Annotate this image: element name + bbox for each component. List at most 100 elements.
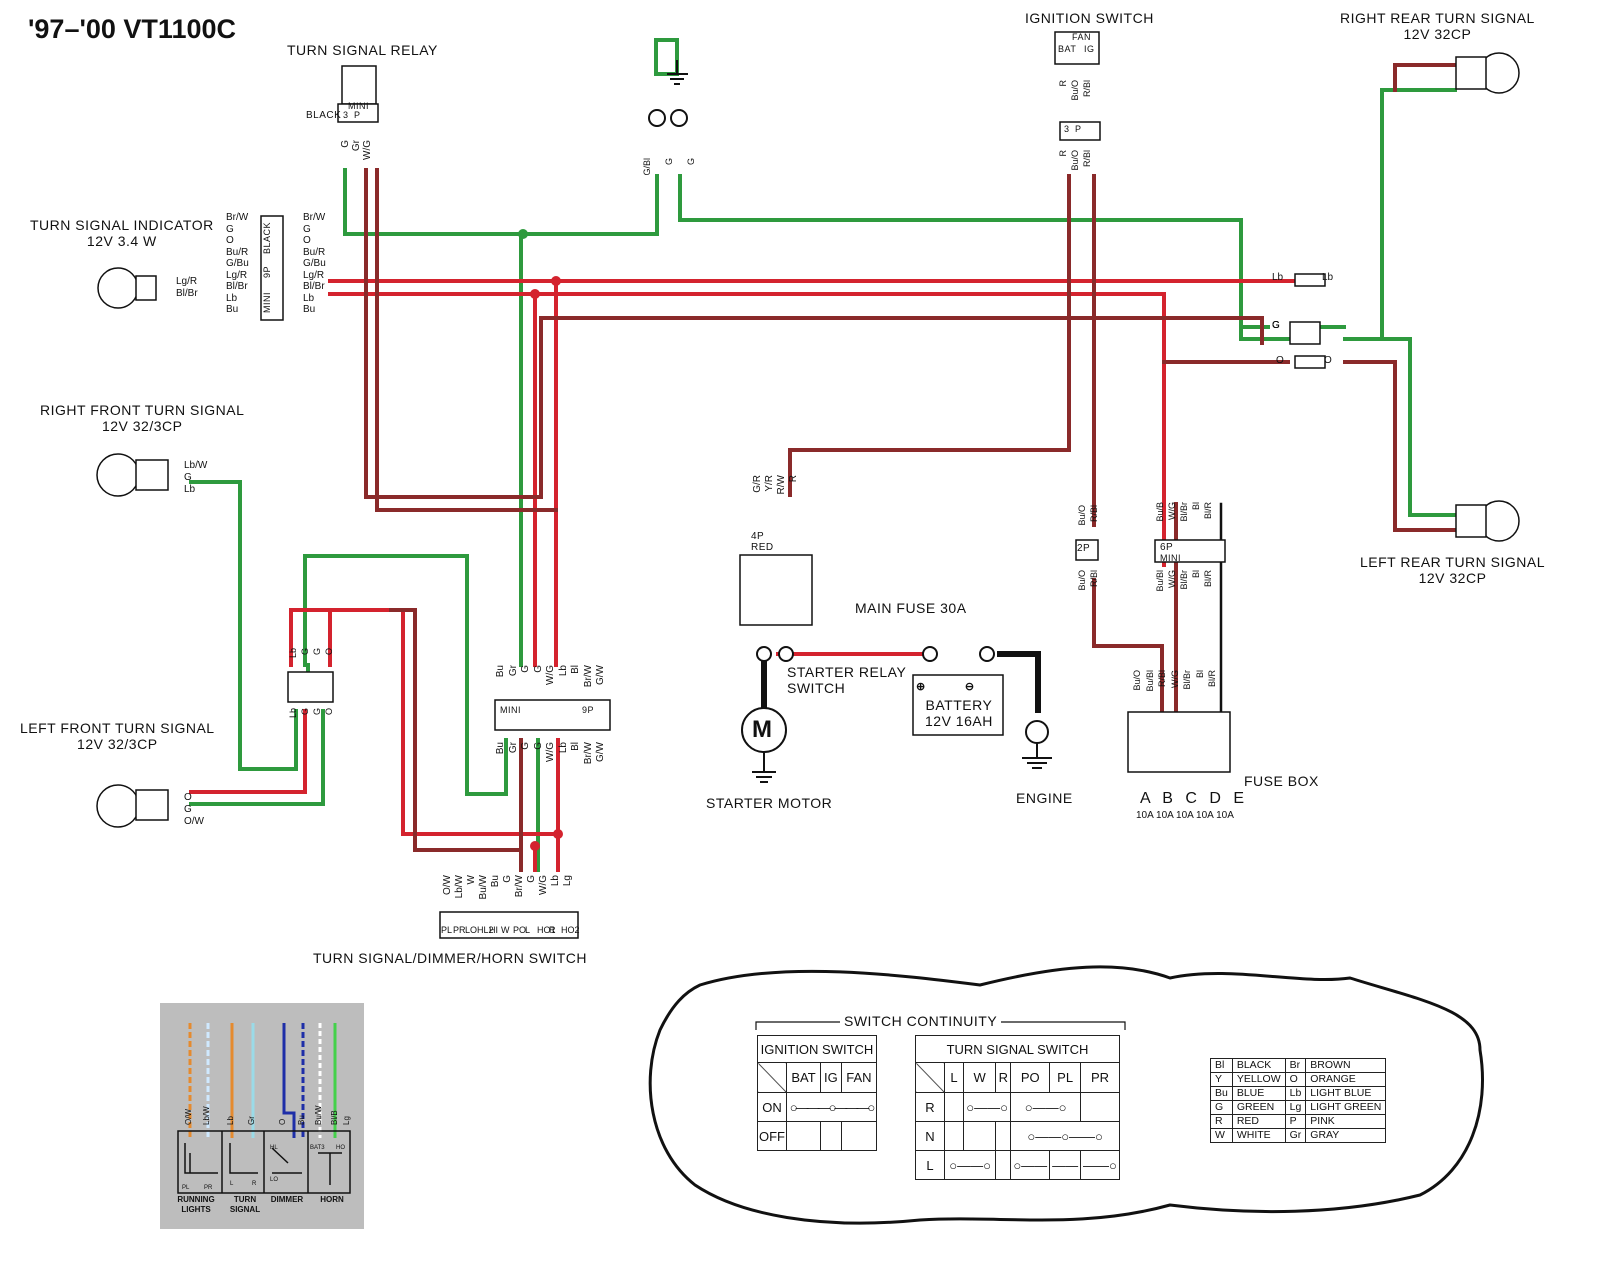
inset-pin-label: PL: [182, 1185, 190, 1191]
wire-label-conn-6p-bottom: Bl/R: [1203, 570, 1213, 588]
ign-on-continuity: ○———○———○: [786, 1092, 877, 1122]
wire-label-handlebar-pins: HO2: [561, 925, 580, 935]
motor-ground-icon: [752, 752, 776, 783]
diagram-title: '97–'00 VT1100C: [28, 14, 236, 44]
turn-row-2: L: [915, 1150, 945, 1180]
rear-junction-g: [1289, 321, 1321, 345]
ign-fan-label: FAN: [1072, 32, 1092, 42]
wire-label-handlebar-pins: HI: [489, 925, 498, 935]
indicator-name: TURN SIGNAL INDICATOR: [30, 217, 214, 233]
turn-table-title: TURN SIGNAL SWITCH: [915, 1035, 1120, 1063]
wire-label-indicator-bulb: Lg/R: [176, 276, 198, 287]
wire-label-handlebar-wires: Bu/W: [478, 875, 489, 900]
turn-cell: [944, 1121, 964, 1151]
ign-row-1: OFF: [757, 1121, 787, 1151]
wire-label-center-bottom: W/G: [545, 742, 556, 762]
ign-off-cell: [819, 1121, 842, 1151]
right-front-rating: 12V 32/3CP: [101, 418, 183, 434]
left-front-bulb: [96, 784, 169, 828]
wire-label-handlebar-wires: G: [526, 875, 537, 883]
inset-pin-label: R: [252, 1181, 257, 1187]
ign-off-cell: [786, 1121, 821, 1151]
conn-6p-label: 6P: [1160, 542, 1174, 553]
engine-ground-circle: [1025, 720, 1049, 744]
wire-label-indicator-left: G/Bu: [226, 258, 249, 269]
right-rear-rating: 12V 32CP: [1403, 26, 1472, 42]
inset-wire-label: O: [278, 1118, 287, 1125]
legend-cell: Y: [1210, 1072, 1233, 1087]
wire-label-starter: Y/R: [764, 475, 775, 492]
ign-col-2: FAN: [840, 1062, 878, 1093]
inset-wire-label: Bl/B: [330, 1110, 339, 1125]
turn-r-w-r: ○——○: [962, 1092, 1012, 1122]
legend-cell: Gr: [1284, 1128, 1307, 1143]
wire-label-center-top: G: [532, 665, 544, 673]
wire-label-starter: R/W: [776, 475, 787, 495]
wire-label-indicator-left: Bl/Br: [226, 281, 248, 292]
ign-bat-label: BAT: [1058, 44, 1077, 54]
wire-label-indicator-left: Lb: [226, 292, 238, 304]
inset-wire-label: Gr: [247, 1116, 256, 1125]
wire-label-handlebar-pins: W: [501, 925, 510, 935]
ign-off-cell: [840, 1121, 878, 1151]
left-rear-name: LEFT REAR TURN SIGNAL: [1360, 554, 1546, 570]
switch-continuity-title: SWITCH CONTINUITY: [840, 1013, 1002, 1029]
ign-col-0: BAT: [786, 1062, 821, 1093]
legend-cell: Lg: [1284, 1100, 1307, 1115]
wire-label-indicator-left: G: [226, 223, 234, 235]
wire-label-handlebar-pins: R: [549, 925, 556, 935]
wire-label-center-bottom: G: [520, 742, 531, 750]
wire-label-handlebar-pins: L: [525, 925, 531, 935]
turn-col-5: PR: [1079, 1062, 1121, 1093]
wire-label-center-bottom: Gr: [507, 742, 519, 754]
battery-terminals: ⊕ ⊖: [916, 681, 975, 693]
ignition-3p-connector: [1059, 121, 1101, 141]
legend-cell: W: [1210, 1128, 1233, 1143]
wire-label-conn-2p-bottom: R/Bl: [1089, 570, 1099, 588]
wire-label-indicator-left: Lg/R: [226, 269, 248, 281]
wire-label-indicator-right: Bu: [303, 304, 316, 315]
legend-cell: G: [1210, 1100, 1233, 1115]
inset-horn-caption: HORN: [320, 1195, 344, 1204]
inset-pin-label: HL: [270, 1145, 278, 1151]
wire-label-handlebar-wires: Bu: [490, 875, 501, 888]
inset-dimmer-caption: DIMMER: [270, 1195, 304, 1204]
wire-label-center-bottom: Lb: [557, 742, 569, 754]
wire-label-rear-g: G: [1272, 320, 1280, 331]
wire-label-handlebar-wires: W/G: [538, 875, 549, 895]
wire-label-ignition-top: R: [1058, 80, 1068, 87]
turn-cell: [1079, 1092, 1121, 1122]
indicator-mini-label: MINI: [262, 292, 272, 313]
conn-2p: [1075, 539, 1099, 561]
wire-label-center-top: Lb: [557, 665, 569, 677]
indicator-connector: [260, 215, 284, 321]
legend-cell: Bl: [1210, 1058, 1233, 1073]
left-front-label: LEFT FRONT TURN SIGNAL 12V 32/3CP: [20, 720, 215, 752]
wire-label-indicator-right: Lg/R: [303, 269, 325, 281]
wire-label-indicator-left: Br/W: [226, 212, 249, 223]
wire-label-rear-o: O: [1324, 355, 1332, 366]
wire-label-fuse-box-wires: R/Bl: [1157, 670, 1167, 688]
dark-red-wires: [364, 63, 1485, 872]
wire-label-front-junction-bottom: G: [312, 708, 322, 716]
fuse-ratings: 10A 10A 10A 10A 10A: [1136, 810, 1234, 821]
ignition-table-title: IGNITION SWITCH: [757, 1035, 877, 1063]
wire-label-conn-6p-top: W/G: [1167, 502, 1177, 520]
green-wires: [189, 38, 1485, 872]
engine-ground-icon: [1022, 743, 1052, 769]
wire-label-conn-2p-top: R/Bl: [1089, 505, 1099, 523]
wire-label-conn-6p-top: Bu/B: [1155, 502, 1165, 522]
wire-label-starter: R: [788, 475, 799, 483]
frame-ground-icon: [667, 60, 688, 85]
battery-label: BATTERY 12V 16AH: [925, 697, 993, 729]
wire-label-fuse-box-wires: Bu/Bl: [1144, 670, 1155, 692]
wire-label-handlebar-pins: PR: [453, 925, 466, 935]
inset-wire-label: Bu/W: [314, 1105, 323, 1125]
wire-label-center-top: Br/W: [582, 665, 594, 688]
relay-pins-label: 3P: [343, 110, 367, 120]
turn-l-po: ○——: [1010, 1150, 1051, 1180]
ign-row-0: ON: [757, 1092, 787, 1122]
starter-4p-label: 4P: [751, 531, 765, 542]
wire-label-handlebar-pins: PO: [513, 925, 527, 935]
